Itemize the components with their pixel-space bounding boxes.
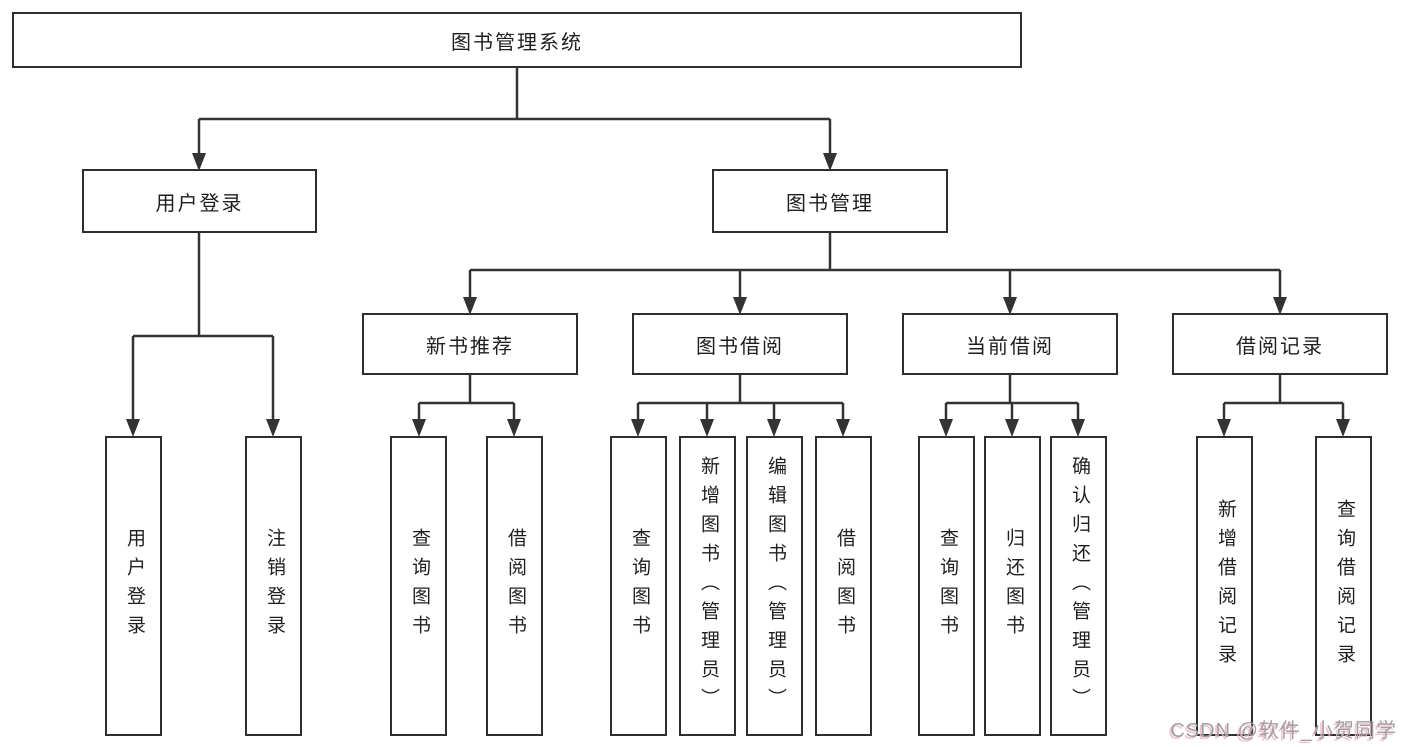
arrow-down-icon bbox=[836, 419, 850, 437]
arrow-down-icon bbox=[126, 419, 140, 437]
node-user-login: 用户登录 bbox=[82, 169, 317, 233]
arrow-down-icon bbox=[1005, 419, 1019, 437]
arrow-down-icon bbox=[733, 297, 747, 315]
node-label: 新书推荐 bbox=[426, 335, 514, 358]
leaf-label: 借阅图书 bbox=[833, 528, 855, 644]
arrow-down-icon bbox=[192, 153, 206, 171]
arrow-down-icon bbox=[1003, 297, 1017, 315]
leaf-label: 用户登录 bbox=[123, 528, 145, 644]
arrowheads bbox=[126, 153, 1350, 437]
node-label: 图书管理系统 bbox=[451, 31, 583, 54]
leaf-label: 归还图书 bbox=[1002, 528, 1024, 644]
leaf-confirm-return-admin: 确认归还（管理员） bbox=[1050, 436, 1107, 736]
node-book-borrow: 图书借阅 bbox=[632, 313, 848, 375]
watermark: CSDN @软件_小贺同学 bbox=[1170, 720, 1397, 742]
leaf-query-book-newbook: 查询图书 bbox=[390, 436, 447, 736]
leaf-label: 借阅图书 bbox=[504, 528, 526, 644]
leaf-label: 查询图书 bbox=[408, 528, 430, 644]
leaf-label: 编辑图书（管理员） bbox=[764, 455, 786, 717]
edge-borrowrecords-to-leaves bbox=[1222, 375, 1345, 421]
node-current-borrow: 当前借阅 bbox=[902, 313, 1118, 375]
node-book-management: 图书管理 bbox=[712, 169, 948, 233]
arrow-down-icon bbox=[823, 153, 837, 171]
leaf-logout-login: 注销登录 bbox=[245, 436, 302, 736]
leaf-borrow-book-newbook: 借阅图书 bbox=[486, 436, 543, 736]
leaf-label: 查询图书 bbox=[936, 528, 958, 644]
leaf-label: 新增借阅记录 bbox=[1214, 499, 1236, 673]
node-library-management-system: 图书管理系统 bbox=[12, 12, 1022, 68]
arrow-down-icon bbox=[939, 419, 953, 437]
edge-newbook-to-leaves bbox=[417, 375, 516, 421]
leaf-query-borrow-record: 查询借阅记录 bbox=[1315, 436, 1372, 736]
node-label: 图书借阅 bbox=[696, 335, 784, 358]
arrow-down-icon bbox=[631, 419, 645, 437]
arrow-down-icon bbox=[463, 297, 477, 315]
leaf-query-book-current: 查询图书 bbox=[918, 436, 975, 736]
arrow-down-icon bbox=[507, 419, 521, 437]
arrow-down-icon bbox=[700, 419, 714, 437]
edge-currentborrow-to-leaves bbox=[944, 375, 1080, 421]
leaf-user-login: 用户登录 bbox=[105, 436, 162, 736]
leaf-borrow-book-borrow: 借阅图书 bbox=[815, 436, 872, 736]
leaf-label: 查询借阅记录 bbox=[1333, 499, 1355, 673]
node-label: 借阅记录 bbox=[1236, 335, 1324, 358]
edge-userlogin-to-leaves bbox=[131, 233, 275, 421]
edge-root-to-level2 bbox=[197, 67, 832, 155]
arrow-down-icon bbox=[266, 419, 280, 437]
node-label: 当前借阅 bbox=[966, 335, 1054, 358]
leaf-label: 新增图书（管理员） bbox=[697, 455, 719, 717]
leaf-edit-book-admin: 编辑图书（管理员） bbox=[746, 436, 803, 736]
leaf-query-book-borrow: 查询图书 bbox=[610, 436, 667, 736]
edge-bookmgmt-to-level3 bbox=[468, 233, 1282, 299]
leaf-return-book: 归还图书 bbox=[984, 436, 1041, 736]
arrow-down-icon bbox=[412, 419, 426, 437]
leaf-label: 确认归还（管理员） bbox=[1068, 455, 1090, 717]
arrow-down-icon bbox=[1273, 297, 1287, 315]
leaf-add-book-admin: 新增图书（管理员） bbox=[679, 436, 736, 736]
edge-bookborrow-to-leaves bbox=[636, 375, 845, 421]
arrow-down-icon bbox=[1071, 419, 1085, 437]
arrow-down-icon bbox=[767, 419, 781, 437]
node-label: 用户登录 bbox=[155, 192, 244, 215]
arrow-down-icon bbox=[1217, 419, 1231, 437]
leaf-label: 查询图书 bbox=[628, 528, 650, 644]
leaf-add-borrow-record: 新增借阅记录 bbox=[1196, 436, 1253, 736]
node-borrow-records: 借阅记录 bbox=[1172, 313, 1388, 375]
node-label: 图书管理 bbox=[786, 192, 874, 215]
arrow-down-icon bbox=[1336, 419, 1350, 437]
node-new-book-recommend: 新书推荐 bbox=[362, 313, 578, 375]
leaf-label: 注销登录 bbox=[263, 528, 285, 644]
